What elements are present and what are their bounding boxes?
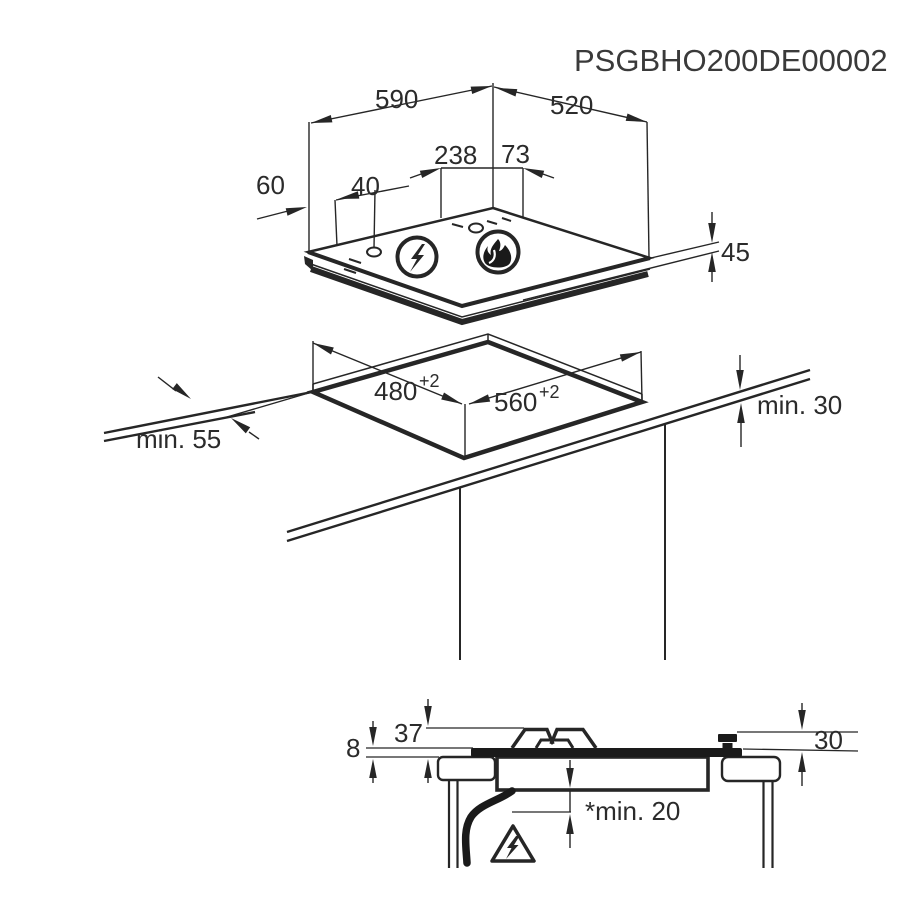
top-view-arrowheads (285, 86, 716, 272)
mains-cable (461, 787, 516, 867)
hob-slab (303, 206, 655, 326)
cutout-width-tolerance: +2 (419, 371, 440, 391)
product-code: PSGBHO200DE00002 (574, 43, 888, 78)
dim-30-label: 30 (814, 725, 843, 755)
cutout-dimension-lines (157, 341, 742, 456)
worktop-cutout (306, 333, 649, 461)
dim-37-label: 37 (394, 718, 423, 748)
hob-body-section (495, 755, 710, 792)
gas-connection-fitting (718, 734, 737, 749)
min-side-clearance-label: min. 55 (136, 424, 221, 454)
flame-circle-icon (475, 229, 521, 275)
cutout-width-label: 480 (374, 376, 417, 406)
ignition-dot-right (468, 222, 484, 234)
dim-45-label: 45 (721, 237, 750, 267)
pan-support (510, 727, 598, 750)
min-worktop-thickness-label: min. 30 (757, 390, 842, 420)
top-view: 590 520 238 73 60 40 45 (256, 83, 750, 326)
burner-cap (534, 738, 575, 749)
electric-warning-triangle-icon (490, 824, 536, 863)
dim-73-label: 73 (501, 139, 530, 169)
hob-glass-panel (471, 748, 742, 757)
ignition-marks (343, 217, 512, 274)
worktop-section (436, 755, 782, 868)
dim-520-label: 520 (550, 90, 593, 120)
lightning-circle-icon (395, 235, 439, 279)
worktop-edges (103, 368, 811, 660)
section-view: 37 8 30 *min. 20 (346, 699, 859, 868)
cutout-arrowheads (172, 343, 745, 434)
cutout-view: 480 +2 560 +2 min. 55 min. 30 (103, 333, 842, 660)
worktop-block-right (720, 755, 782, 783)
dim-238-label: 238 (434, 140, 477, 170)
section-arrowheads (369, 706, 806, 834)
dim-590-label: 590 (375, 84, 418, 114)
dim-8-label: 8 (346, 733, 360, 763)
min-clearance-below-label: *min. 20 (585, 796, 680, 826)
ignition-dot-left (366, 246, 382, 258)
worktop-block-left (436, 755, 497, 782)
dim-40-label: 40 (351, 171, 380, 201)
top-view-extension-lines (308, 83, 650, 258)
cutout-depth-tolerance: +2 (539, 382, 560, 402)
dim-60-label: 60 (256, 170, 285, 200)
cutout-depth-label: 560 (494, 387, 537, 417)
